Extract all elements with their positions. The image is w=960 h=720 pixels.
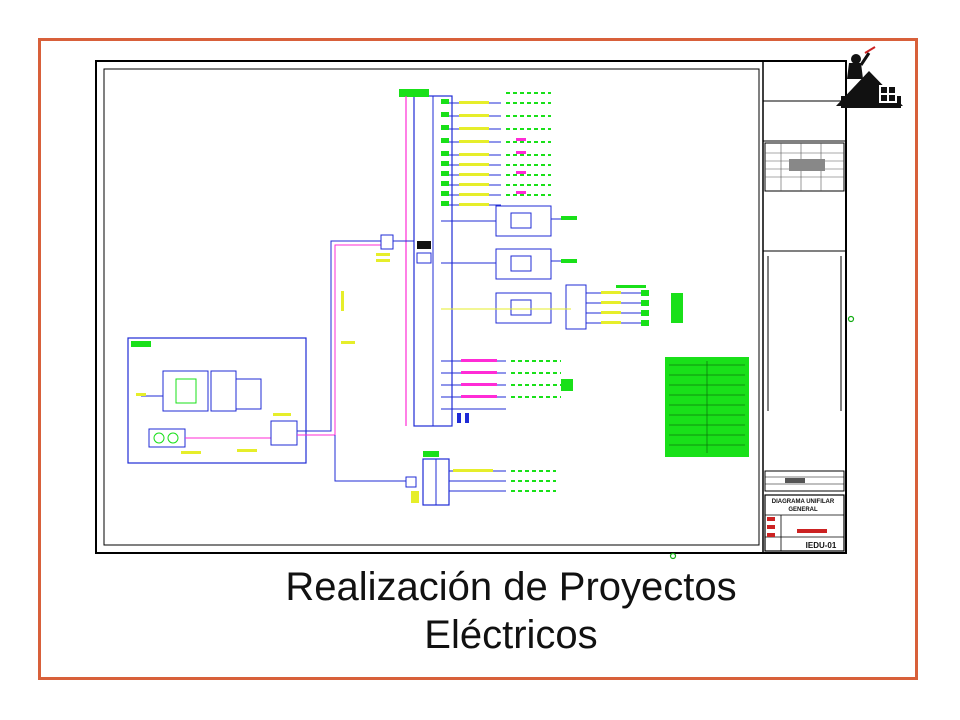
ground-marker (847, 315, 855, 323)
slide-title-line-2: Eléctricos (424, 613, 598, 657)
slide: DIAGRAMA UNIFILAR GENERAL IEDU-01 (38, 38, 918, 680)
sheet-inner-frame (103, 68, 760, 546)
sheet-frame (95, 60, 847, 554)
slide-title: Realización de Proyectos Eléctricos (201, 563, 821, 659)
title-block-subtitle: GENERAL (788, 507, 818, 513)
electrician-on-roof-logo (836, 46, 903, 108)
slide-title-line-1: Realización de Proyectos (285, 565, 737, 609)
electrical-drawing: DIAGRAMA UNIFILAR GENERAL IEDU-01 (95, 46, 903, 560)
ground-marker (669, 552, 677, 560)
title-block-title: DIAGRAMA UNIFILAR (772, 499, 835, 505)
drawing-number: IEDU-01 (806, 541, 837, 550)
